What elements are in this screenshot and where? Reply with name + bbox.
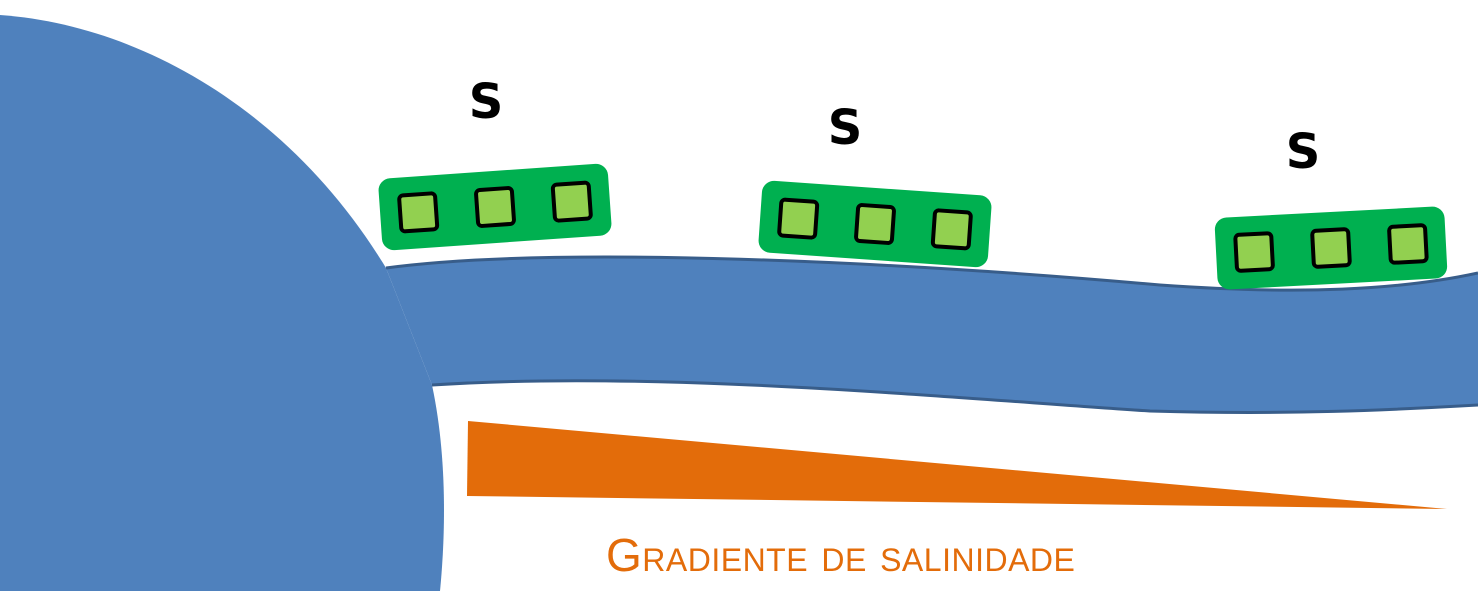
site-square	[1233, 231, 1275, 273]
site-label: S	[827, 100, 863, 156]
river-bank-top	[385, 255, 1478, 292]
site-label: S	[468, 74, 504, 130]
site-square	[1310, 227, 1352, 269]
site-square	[930, 208, 973, 251]
sampling-site-1	[378, 163, 612, 251]
site-square	[854, 203, 896, 245]
site-label: S	[1285, 124, 1321, 180]
sampling-site-2	[758, 180, 992, 268]
river-bank-bottom	[431, 379, 1478, 414]
sampling-site-3	[1214, 206, 1448, 290]
site-square	[474, 186, 516, 228]
sea-body	[0, 15, 444, 591]
site-square	[1387, 223, 1429, 265]
river-channel	[386, 257, 1478, 413]
salinity-gradient-wedge	[467, 421, 1447, 509]
salinity-gradient-label: Gradiente de salinidade	[606, 529, 1076, 581]
site-square	[777, 197, 820, 240]
site-square	[550, 180, 593, 223]
site-square	[397, 191, 440, 234]
